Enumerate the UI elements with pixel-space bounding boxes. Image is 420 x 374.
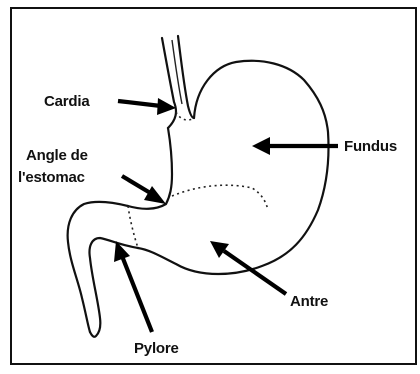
duodenum-upper-wall [68, 202, 128, 332]
label-angle-line1: Angle de [26, 147, 88, 164]
label-cardia: Cardia [44, 93, 90, 110]
esophagus-right-wall [178, 36, 194, 118]
duodenum-lower-wall [89, 238, 138, 337]
label-angle-line2: l'estomac [18, 169, 85, 186]
antrum-dotted-line [172, 185, 268, 210]
stomach-illustration [68, 36, 329, 337]
cardia-arrow [118, 98, 176, 115]
figure-frame [11, 8, 416, 364]
label-antre: Antre [290, 293, 328, 310]
label-pylore: Pylore [134, 340, 179, 357]
pylorus-dotted-line [128, 206, 138, 248]
angle-arrow [122, 176, 166, 204]
stomach-outer-wall [138, 61, 329, 274]
fundus-arrow [252, 137, 338, 155]
label-fundus: Fundus [344, 138, 397, 155]
pylore-arrow [114, 241, 152, 332]
antre-arrow [210, 241, 286, 294]
